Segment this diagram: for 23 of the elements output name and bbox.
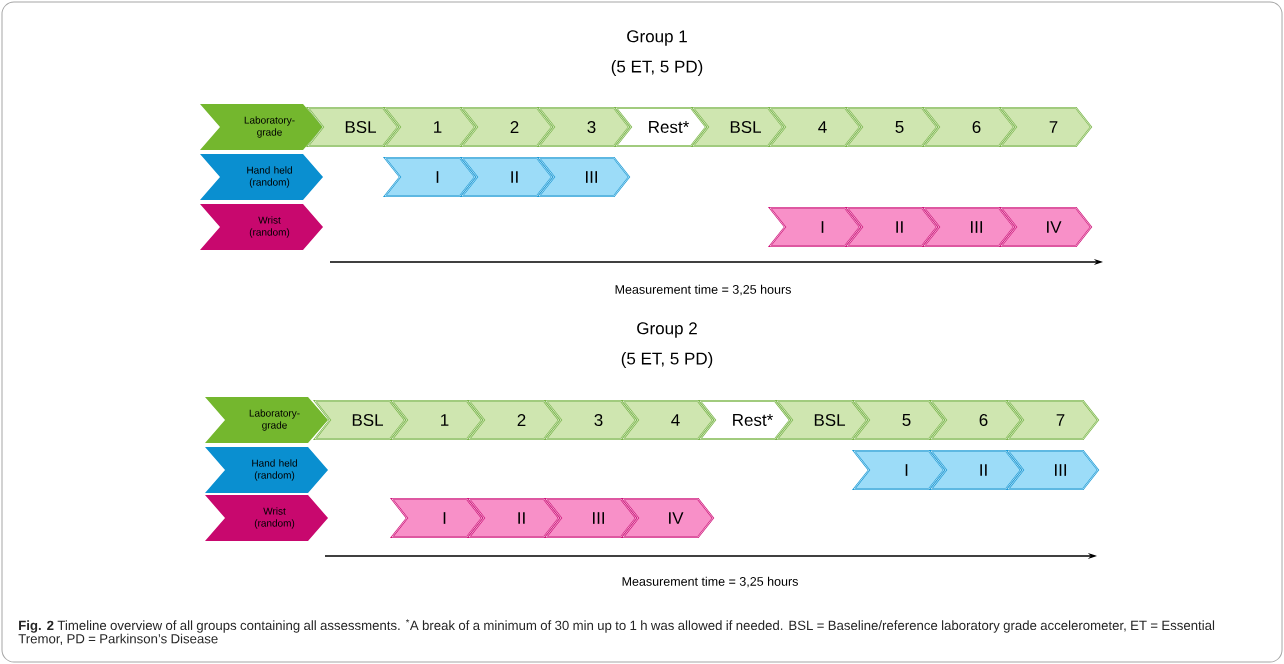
- group-heading: (5 ET, 5 PD): [611, 60, 703, 76]
- track-header: Wrist (random): [200, 204, 323, 250]
- timeline-segment: I: [851, 450, 946, 490]
- group-heading: Group 2: [637, 322, 697, 338]
- timeline-segment: III: [536, 157, 631, 197]
- group-heading: (5 ET, 5 PD): [621, 352, 713, 368]
- duration-label: Measurement time = 3,25 hours: [622, 576, 798, 588]
- track-header: Hand held (random): [200, 154, 323, 200]
- timeline-segment: I: [389, 498, 484, 538]
- timeline-segment: IV: [998, 207, 1093, 247]
- track-header: Hand held (random): [205, 447, 328, 493]
- timeline-segment: III: [1005, 450, 1100, 490]
- timeline-segment: I: [767, 207, 862, 247]
- group-heading: Group 1: [627, 30, 687, 46]
- timeline-segment: 7: [998, 107, 1093, 147]
- duration-label: Measurement time = 3,25 hours: [615, 284, 791, 296]
- timeline-segment: IV: [620, 498, 715, 538]
- track-header: Wrist (random): [205, 495, 328, 541]
- track-header: Laboratory-grade: [200, 104, 323, 150]
- figure-caption: Fig. 2 Timeline overview of all groups containing all assessments. $^{*}$A break of a minimum of 30 min up to 1 h was allowed if needed. BSL = Baseline/reference laboratory grade accelerometer, ET = Essential Tremor, PD = Parkinson’s Disease: [18, 619, 1215, 645]
- timeline-segment: I: [382, 157, 477, 197]
- track-header: Laboratory-grade: [205, 397, 328, 443]
- timeline-segment: 7: [1005, 400, 1100, 440]
